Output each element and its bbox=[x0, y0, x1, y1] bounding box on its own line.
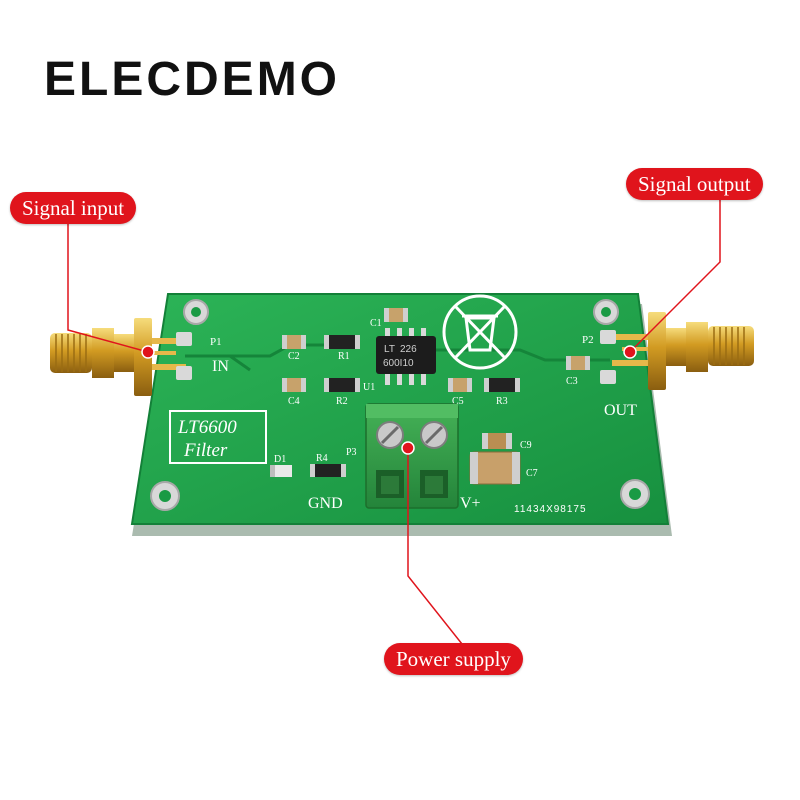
label-gnd: GND bbox=[308, 495, 343, 512]
label-r3: R3 bbox=[496, 396, 508, 407]
label-c7: C7 bbox=[526, 468, 538, 479]
label-r4: R4 bbox=[316, 453, 328, 464]
right-sma-connector bbox=[612, 312, 754, 390]
label-r2: R2 bbox=[336, 396, 348, 407]
board-title-line1: LT6600 bbox=[177, 417, 237, 438]
ic-marking-line2: 600I10 bbox=[383, 358, 414, 369]
capacitor-c4 bbox=[282, 378, 306, 392]
ic-u1: LT 226 600I10 bbox=[376, 328, 436, 385]
callout-power-supply: Power supply bbox=[384, 643, 523, 675]
label-d1: D1 bbox=[274, 454, 286, 465]
capacitor-c9 bbox=[482, 433, 512, 449]
smd-components bbox=[270, 308, 590, 485]
label-c5: C5 bbox=[452, 396, 464, 407]
label-out: OUT bbox=[604, 402, 637, 419]
label-r1: R1 bbox=[338, 351, 350, 362]
callout-dot-input bbox=[141, 345, 155, 359]
callout-dot-power bbox=[401, 441, 415, 455]
svg-text:LT: LT bbox=[384, 344, 395, 355]
power-terminal-block bbox=[365, 403, 459, 509]
capacitor-c7 bbox=[469, 451, 521, 485]
label-serial: 11434X98175 bbox=[514, 504, 587, 515]
label-c9: C9 bbox=[520, 440, 532, 451]
label-p1: P1 bbox=[210, 336, 222, 348]
callout-dot-output bbox=[623, 345, 637, 359]
resistor-r4 bbox=[310, 464, 346, 477]
connector-pads bbox=[176, 330, 616, 384]
callout-leader-lines bbox=[67, 200, 721, 645]
capacitor-c5 bbox=[448, 378, 472, 392]
label-u1: U1 bbox=[363, 382, 375, 393]
left-sma-connector bbox=[50, 318, 186, 396]
ic-marking-line1: 226 bbox=[400, 344, 417, 355]
weee-symbol-icon bbox=[442, 294, 518, 370]
label-p2: P2 bbox=[582, 334, 594, 346]
resistor-r2 bbox=[324, 378, 360, 392]
resistor-r1 bbox=[324, 335, 360, 349]
callout-signal-output: Signal output bbox=[626, 168, 763, 200]
capacitor-c2 bbox=[282, 335, 306, 349]
brand-logo-text: ELECDEMO bbox=[44, 53, 341, 106]
title-box bbox=[169, 410, 267, 464]
led-d1 bbox=[270, 465, 292, 477]
label-p3: P3 bbox=[346, 447, 357, 458]
board-title-line2: Filter bbox=[183, 440, 228, 461]
resistor-r3 bbox=[484, 378, 520, 392]
label-c2: C2 bbox=[288, 351, 300, 362]
callout-signal-input: Signal input bbox=[10, 192, 137, 224]
label-in: IN bbox=[212, 358, 229, 375]
label-c4: C4 bbox=[288, 396, 300, 407]
label-vplus: V+ bbox=[460, 495, 481, 512]
label-c1: C1 bbox=[370, 318, 382, 329]
label-c3: C3 bbox=[566, 376, 578, 387]
capacitor-c3 bbox=[566, 356, 590, 370]
capacitor-c1 bbox=[384, 308, 408, 322]
